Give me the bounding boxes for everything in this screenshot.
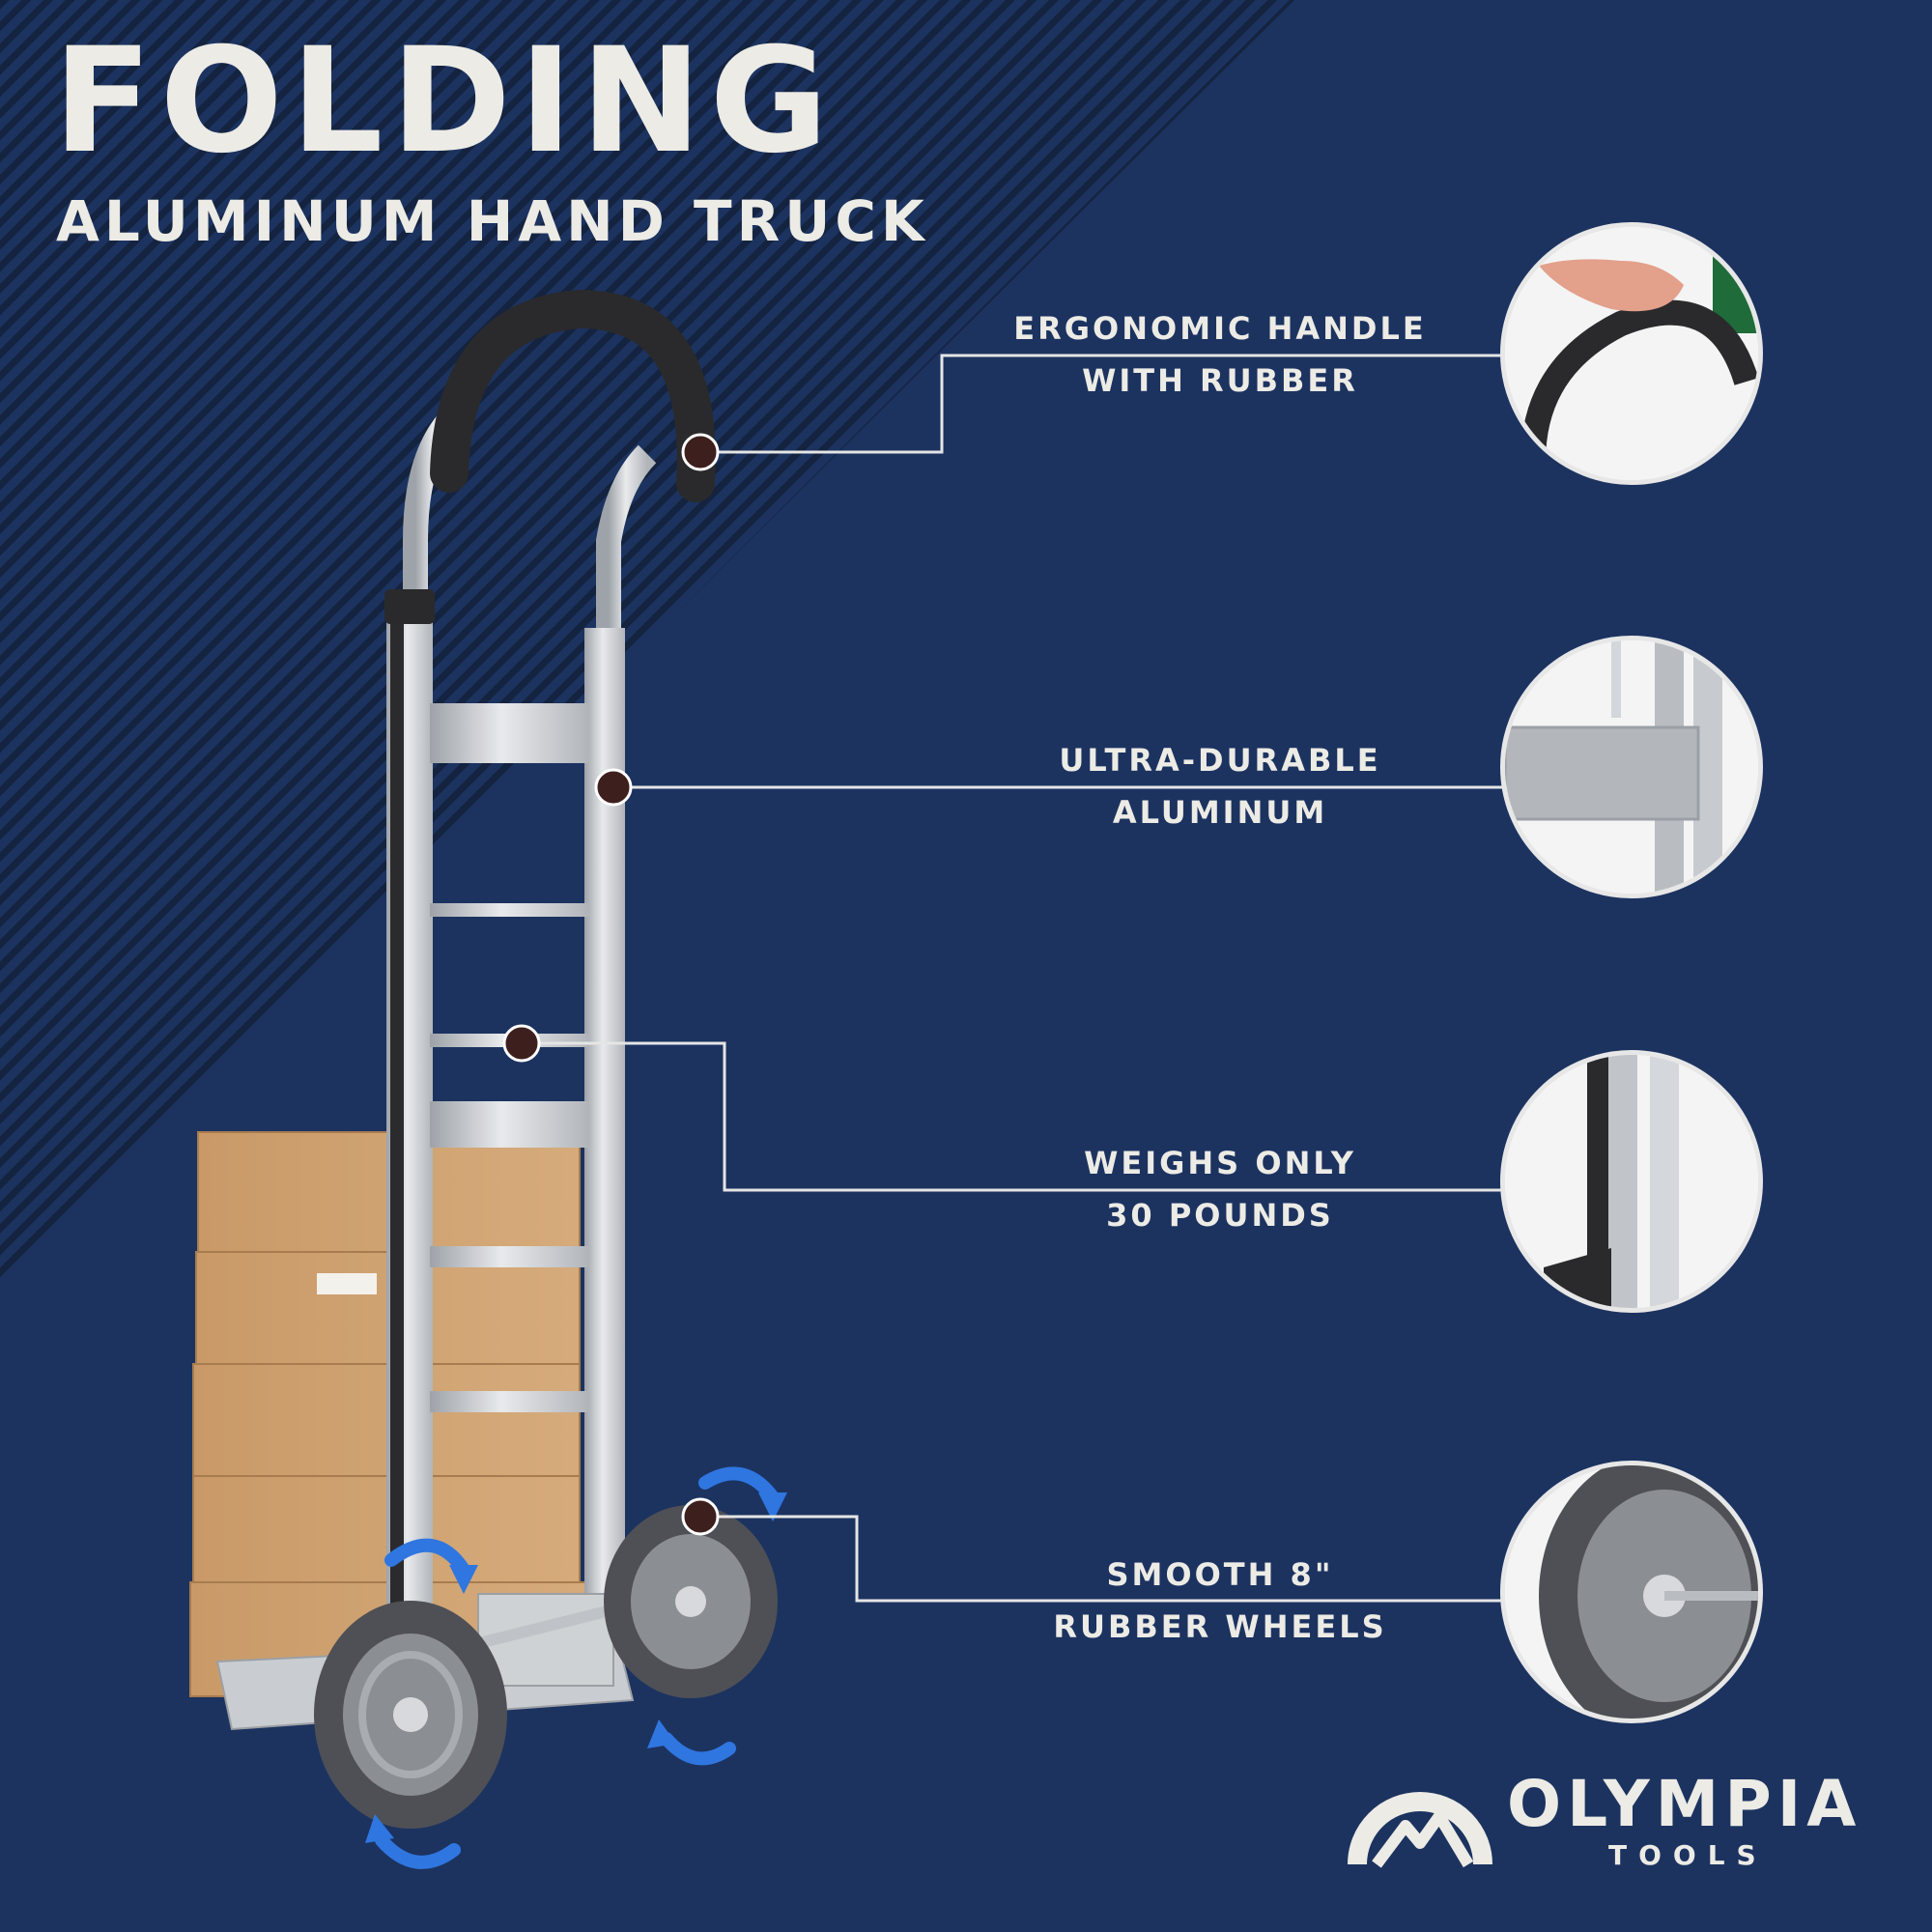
arrow-heads xyxy=(365,1492,787,1843)
left-wheel xyxy=(314,1601,507,1829)
callout-line-1 xyxy=(700,354,1502,454)
handle-grip-closeup xyxy=(1500,222,1763,485)
feature-2-line-2: ALUMINUM xyxy=(1112,794,1328,831)
feature-label-3: WEIGHS ONLY 30 POUNDS xyxy=(969,1137,1471,1241)
marker-4 xyxy=(681,1497,720,1536)
marker-2 xyxy=(594,768,633,807)
marker-1 xyxy=(681,433,720,471)
brand-name: OLYMPIA xyxy=(1507,1767,1862,1841)
callout-line-4 xyxy=(700,1515,1502,1603)
feature-4-line-2: RUBBER WHEELS xyxy=(1053,1608,1387,1645)
feature-1-line-2: WITH RUBBER xyxy=(1082,362,1358,399)
wheel-closeup xyxy=(1500,1461,1763,1723)
brand-sub: TOOLS xyxy=(1608,1839,1768,1871)
marker-3 xyxy=(502,1024,541,1063)
striped-corner xyxy=(0,0,1294,1285)
feature-label-1: ERGONOMIC HANDLE WITH RUBBER xyxy=(969,302,1471,407)
feature-2-line-1: ULTRA-DURABLE xyxy=(1059,742,1381,779)
rubber-grip xyxy=(430,289,716,502)
rotation-arrows xyxy=(375,1466,780,1869)
feature-1-line-1: ERGONOMIC HANDLE xyxy=(1013,310,1427,347)
right-wheel xyxy=(604,1505,778,1698)
feature-3-line-1: WEIGHS ONLY xyxy=(1084,1145,1356,1181)
callout-line-3 xyxy=(522,1041,1502,1192)
page-title: FOLDING xyxy=(53,17,837,185)
feature-label-2: ULTRA-DURABLE ALUMINUM xyxy=(969,734,1471,838)
page-subtitle: ALUMINUM HAND TRUCK xyxy=(56,188,929,254)
aluminum-frame-closeup xyxy=(1500,636,1763,898)
feature-label-4: SMOOTH 8" RUBBER WHEELS xyxy=(969,1548,1471,1653)
frame-rail-closeup xyxy=(1500,1050,1763,1313)
olympia-logo xyxy=(1348,1792,1492,1868)
feature-4-line-1: SMOOTH 8" xyxy=(1106,1556,1334,1593)
feature-3-line-2: 30 POUNDS xyxy=(1106,1197,1334,1234)
